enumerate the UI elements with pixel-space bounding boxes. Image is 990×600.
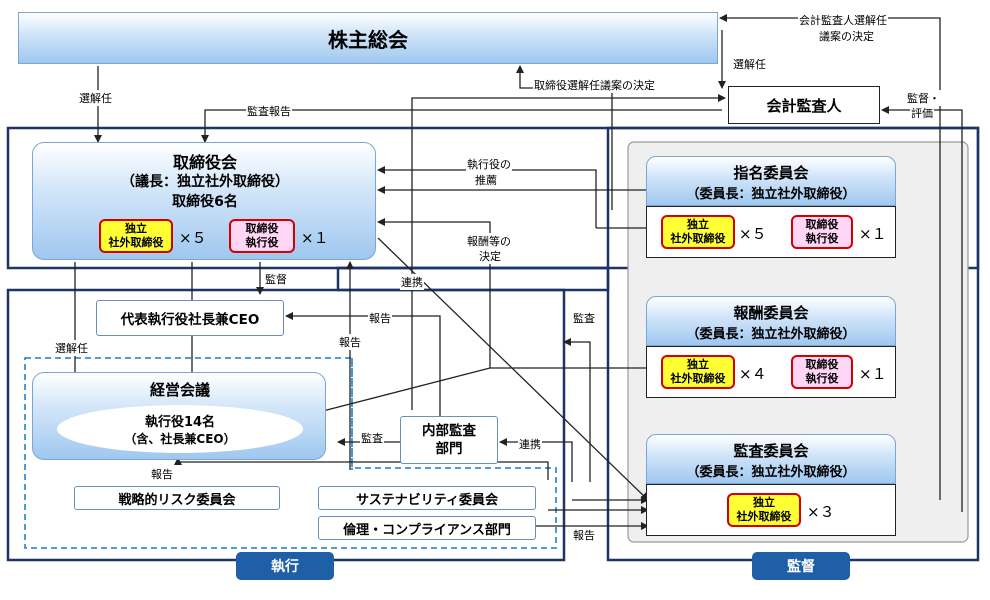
- remuneration-committee-body: 独立社外取締役 ×４ 取締役執行役 ×１: [646, 346, 896, 398]
- exec-council-note: （含、社長兼CEO）: [124, 432, 236, 446]
- nomination-committee-header: 指名委員会 （委員長：独立社外取締役）: [646, 156, 896, 206]
- audit-committee-chair: （委員長：独立社外取締役）: [686, 465, 856, 480]
- label-elect-dismiss-board: 選解任: [78, 90, 113, 106]
- audit-committee-body: 独立社外取締役 ×３: [646, 484, 896, 536]
- label-nominate-exec-1: 執行役の: [466, 156, 512, 172]
- sustainability-box: サステナビリティ委員会: [318, 486, 536, 510]
- audit-independent-badge: 独立社外取締役: [727, 493, 801, 527]
- label-director-proposal: 取締役選解任議案の決定: [533, 77, 656, 93]
- nomination-executive-badge: 取締役執行役: [791, 215, 853, 249]
- board-title: 取締役会: [172, 153, 237, 172]
- label-report-ethics: 報告: [572, 527, 596, 543]
- remuneration-committee-header: 報酬委員会 （委員長：独立社外取締役）: [646, 296, 896, 346]
- label-audit-internal: 監査: [360, 430, 384, 446]
- label-audit-exec: 監査: [572, 310, 596, 326]
- ethics-box: 倫理・コンプライアンス部門: [318, 516, 536, 540]
- audit-committee-title: 監査委員会: [733, 442, 809, 460]
- label-coop-2: 連携: [518, 436, 542, 452]
- board-executive-badge: 取締役執行役: [229, 219, 295, 253]
- audit-committee-header: 監査委員会 （委員長：独立社外取締役）: [646, 434, 896, 484]
- label-supervise-evaluate-2: 評価: [910, 105, 934, 121]
- board-executive-count: ×１: [301, 229, 329, 247]
- label-supervise: 監督: [264, 271, 288, 287]
- exec-council-box: 経営会議 執行役14名 （含、社長兼CEO）: [32, 372, 326, 460]
- accounting-auditor-title: 会計監査人: [766, 96, 842, 115]
- nomination-executive-count: ×１: [859, 225, 887, 243]
- exec-council-members: 執行役14名: [144, 415, 216, 430]
- board-members: 取締役6名: [172, 194, 238, 210]
- board-independent-count: ×５: [179, 229, 207, 247]
- internal-audit-box: 内部監査 部門: [400, 416, 498, 464]
- execution-tag: 執行: [236, 552, 334, 580]
- label-report-board: 報告: [338, 334, 362, 350]
- shareholders-box: 株主総会: [18, 12, 718, 64]
- board-box: 取締役会 （議長：独立社外取締役） 取締役6名 独立社外取締役 ×５ 取締役執行…: [32, 142, 376, 260]
- nomination-committee-body: 独立社外取締役 ×５ 取締役執行役 ×１: [646, 206, 896, 258]
- ceo-box: 代表執行役社長兼CEO: [96, 300, 284, 336]
- nomination-committee-chair: （委員長：独立社外取締役）: [686, 187, 856, 202]
- remuneration-committee-title: 報酬委員会: [733, 304, 809, 322]
- nomination-independent-badge: 独立社外取締役: [661, 215, 735, 249]
- exec-council-ellipse: 執行役14名 （含、社長兼CEO）: [57, 405, 303, 453]
- label-elect-dismiss-auditor: 選解任: [732, 56, 767, 72]
- remuneration-executive-count: ×１: [859, 365, 887, 383]
- label-elect-dismiss-exec: 選解任: [54, 340, 89, 356]
- strategic-risk-box: 戦略的リスク委員会: [74, 486, 280, 510]
- label-report-council: 報告: [150, 466, 174, 482]
- exec-council-title: 経営会議: [149, 381, 210, 399]
- remuneration-executive-badge: 取締役執行役: [791, 355, 853, 389]
- label-auditor-proposal-1: 会計監査人選解任: [798, 12, 888, 28]
- internal-audit-line1: 内部監査: [422, 423, 476, 439]
- label-remuneration-2: 決定: [478, 248, 502, 264]
- label-audit-report: 監査報告: [246, 103, 292, 119]
- nomination-committee-title: 指名委員会: [733, 164, 809, 182]
- remuneration-committee-chair: （委員長：独立社外取締役）: [686, 327, 856, 342]
- audit-independent-count: ×３: [807, 503, 835, 521]
- label-nominate-exec-2: 推薦: [474, 172, 498, 188]
- label-remuneration-1: 報酬等の: [466, 233, 512, 249]
- label-auditor-proposal-2: 議案の決定: [818, 28, 875, 44]
- nomination-independent-count: ×５: [739, 225, 767, 243]
- internal-audit-line2: 部門: [435, 441, 463, 457]
- board-chair: （議長：独立社外取締役）: [121, 174, 289, 190]
- label-supervise-evaluate-1: 監督・: [906, 90, 941, 106]
- shareholders-title: 株主総会: [328, 27, 408, 52]
- label-coop-1: 連携: [400, 274, 424, 290]
- label-report-ceo: 報告: [368, 310, 392, 326]
- remuneration-independent-badge: 独立社外取締役: [661, 355, 735, 389]
- supervision-tag: 監督: [752, 552, 850, 580]
- ceo-title: 代表執行役社長兼CEO: [120, 312, 260, 328]
- remuneration-independent-count: ×４: [739, 365, 767, 383]
- board-independent-badge: 独立社外取締役: [99, 219, 173, 253]
- accounting-auditor-box: 会計監査人: [728, 86, 880, 124]
